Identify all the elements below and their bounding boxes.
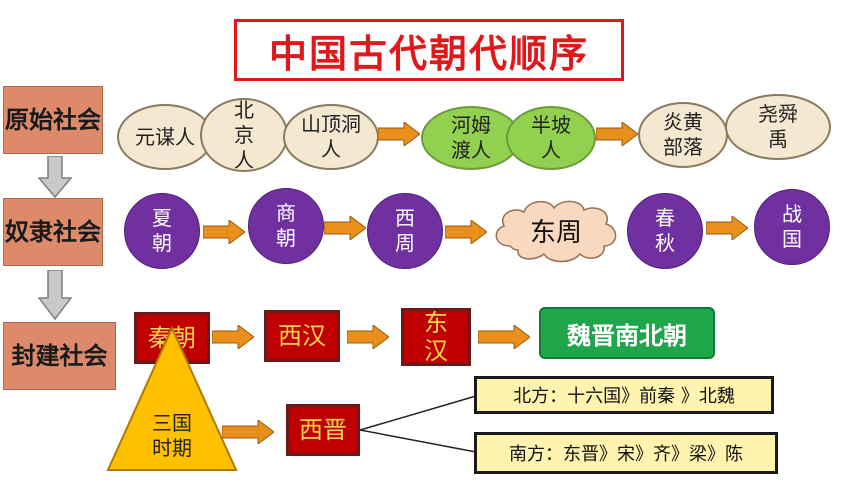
- bracket-connector-icon: [360, 395, 477, 453]
- down-arrow-icon: [38, 270, 72, 320]
- node-western-han: 西汉: [264, 310, 340, 362]
- node-western-zhou: 西周: [367, 193, 443, 269]
- node-banpo-man: 半坡人: [506, 106, 596, 170]
- triangle-shape-icon: [106, 326, 238, 471]
- right-arrow-icon: [347, 325, 389, 349]
- node-hemudu-man: 河姆渡人: [421, 106, 521, 170]
- era-feudal-society: 封建社会: [3, 322, 116, 390]
- right-arrow-icon: [203, 220, 245, 244]
- era-slave-society: 奴隶社会: [3, 198, 103, 266]
- down-arrow-icon: [38, 156, 72, 198]
- south-info-box: 南方：东晋》宋》齐》梁》陈: [474, 432, 778, 474]
- era-primitive-society: 原始社会: [3, 86, 103, 154]
- node-xia-dynasty: 夏朝: [124, 193, 200, 269]
- right-arrow-icon: [324, 216, 366, 240]
- right-arrow-icon: [212, 325, 254, 349]
- right-arrow-icon: [596, 122, 638, 146]
- right-arrow-icon: [222, 420, 274, 444]
- right-arrow-icon: [378, 122, 420, 146]
- right-arrow-icon: [706, 216, 748, 240]
- node-shang-dynasty: 商朝: [248, 188, 324, 264]
- node-eastern-zhou: 东周: [529, 217, 582, 248]
- node-three-kingdoms: 三国时期: [152, 411, 192, 460]
- node-peking-man: 北京人: [200, 98, 288, 172]
- node-eastern-han: 东汉: [401, 308, 471, 366]
- page-title: 中国古代朝代顺序: [234, 19, 624, 81]
- node-spring-autumn: 春秋: [627, 193, 703, 269]
- cloud-shape-icon: [495, 200, 617, 263]
- node-upper-cave-man: 山顶洞人: [283, 104, 379, 170]
- node-yuanmou-man: 元谋人: [117, 104, 213, 170]
- node-yao-shun-yu: 尧舜禹: [725, 94, 831, 160]
- north-info-box: 北方：十六国》前秦 》北魏: [474, 376, 774, 414]
- right-arrow-icon: [478, 325, 530, 349]
- node-warring-states: 战国: [754, 189, 830, 265]
- node-wei-jin-north-south: 魏晋南北朝: [539, 307, 715, 359]
- right-arrow-icon: [445, 220, 487, 244]
- node-western-jin: 西晋: [286, 404, 360, 456]
- node-yan-huang-tribes: 炎黄部落: [638, 102, 728, 168]
